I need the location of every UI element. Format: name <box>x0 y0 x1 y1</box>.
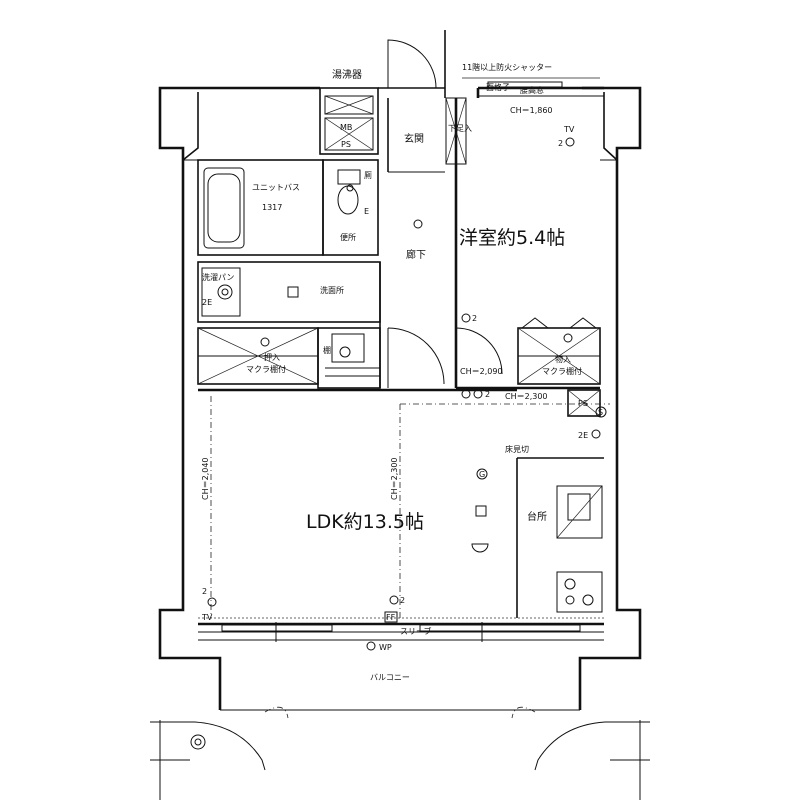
washroom-label: 洗面所 <box>320 285 344 295</box>
toilet-e-outlet-icon <box>346 184 354 192</box>
ceiling-height-hall: CH＝2,090 <box>460 367 503 376</box>
waterproof-outlet-icon <box>366 641 376 651</box>
ceiling-height-ldk-top: CH＝2,300 <box>505 392 548 401</box>
ceiling-height-entrance: CH＝1,860 <box>510 106 553 115</box>
toilet-e-label: E <box>364 207 369 216</box>
laundry-pan-label: 洗濯パン <box>202 272 234 282</box>
ceiling-light-icon <box>471 543 489 553</box>
light-icon <box>260 337 270 347</box>
ceiling-height-ldk-center: CH＝2,300 <box>390 457 399 500</box>
ps-upper-label: PS <box>341 140 351 149</box>
outlet-2-b: 2 <box>472 314 477 323</box>
outlet-2-d: 2 <box>202 587 207 596</box>
toilet-label: 便所 <box>340 232 356 242</box>
gas-g-label: G <box>479 470 485 479</box>
ff-label: FF <box>386 613 396 622</box>
outlet-icon <box>473 389 483 399</box>
wp-label: WP <box>379 643 392 652</box>
outlet-icon <box>207 597 217 607</box>
face-lattice-label: 面格子 <box>486 82 510 92</box>
interior-walls <box>197 30 610 619</box>
unit-bath-label: ユニットバス <box>252 183 300 192</box>
labels: 洋室約5.4帖 LDK約13.5帖 玄関 廊下 便所 ユニットバス 1317 洗… <box>201 62 603 682</box>
closet-right-label: 物入 <box>555 354 571 364</box>
kitchen-label: 台所 <box>527 510 547 523</box>
s-mark-label: S <box>598 408 603 417</box>
light-icon <box>413 219 423 229</box>
pillow-shelf-right-label: マクラ棚付 <box>542 366 582 376</box>
fire-shutter-label: 11階以上防火シャッター <box>462 62 552 72</box>
shelf-label: 棚 <box>323 345 331 355</box>
unit-bath-size: 1317 <box>262 203 282 212</box>
outlet-icon <box>461 313 471 323</box>
balcony-label: バルコニー <box>370 673 410 682</box>
tv-lower-label: TV <box>201 613 213 622</box>
light-icon <box>563 333 573 343</box>
outlet-icon <box>461 389 471 399</box>
outer-walls <box>158 77 642 710</box>
water-heater-label: 湯沸器 <box>332 68 362 81</box>
kitchen-2e-label: 2E <box>578 431 588 440</box>
ff-box-icon <box>384 611 398 623</box>
waist-window-label: 腰高窓 <box>520 85 544 95</box>
ldk-label: LDK約13.5帖 <box>306 511 424 533</box>
toilet-e-mark: 厠 <box>364 171 372 180</box>
ceiling-light-icon <box>475 505 487 517</box>
gas-outlet-icon <box>476 468 488 480</box>
ps-lower-label: PS <box>578 399 588 408</box>
outlet-icon <box>565 137 575 147</box>
outlet-icon <box>591 429 601 439</box>
shoe-box-label: 下足入 <box>448 124 472 133</box>
balcony <box>150 706 650 800</box>
hallway-label: 廊下 <box>406 248 426 261</box>
outlet-2-c: 2 <box>485 390 490 399</box>
outlet-2-e: 2 <box>400 596 405 605</box>
s-mark-icon <box>595 406 607 418</box>
outlet-2-a: 2 <box>558 139 563 148</box>
sleeve-label: スリーブ <box>400 626 432 636</box>
mb-label: MB <box>340 123 352 132</box>
floor-divider-label: 床見切 <box>505 444 529 454</box>
pillow-shelf-left-label: マクラ棚付 <box>246 364 286 374</box>
fixtures <box>207 137 607 651</box>
tv-upper-label: TV <box>563 125 575 134</box>
western-room-label: 洋室約5.4帖 <box>459 227 565 249</box>
ceiling-height-ldk-left: CH＝2,040 <box>201 457 210 500</box>
closet-left-label: 押入 <box>264 352 280 362</box>
outlet-icon <box>389 595 399 605</box>
outlet-icon <box>339 346 351 358</box>
entrance-label: 玄関 <box>404 132 424 145</box>
laundry-2e-label: 2E <box>202 298 212 307</box>
